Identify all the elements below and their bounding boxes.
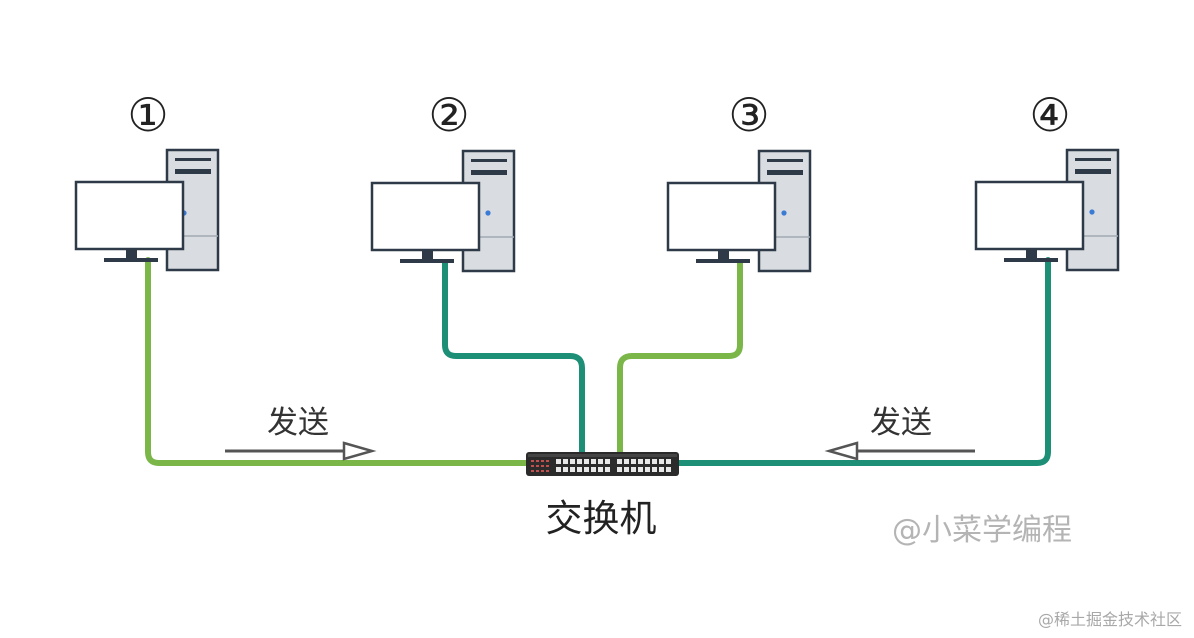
- computer-4-label: ④: [1029, 88, 1070, 142]
- monitor-base: [104, 258, 158, 262]
- monitor-base: [696, 259, 750, 263]
- power-led: [485, 210, 491, 216]
- monitor-screen: [974, 180, 1085, 251]
- monitor-screen: [666, 181, 777, 252]
- monitor-stand: [1026, 250, 1037, 260]
- computer-2: [370, 149, 516, 273]
- send-arrow-right: [824, 441, 975, 461]
- computer-4: [974, 148, 1120, 272]
- tower-slot: [175, 158, 211, 161]
- monitor-base: [1004, 258, 1058, 262]
- switch-status-leds: [531, 460, 549, 472]
- computer-2-label: ②: [428, 88, 469, 142]
- computer-1: [74, 148, 220, 272]
- switch-ports: [556, 459, 671, 472]
- send-arrow-left: [225, 441, 377, 461]
- cable-pc4: [673, 257, 1051, 466]
- tower-slot: [471, 159, 507, 162]
- switch-device: [526, 452, 679, 476]
- computer-3: [666, 149, 812, 273]
- send-label-right: 发送: [870, 405, 932, 441]
- monitor-screen: [74, 180, 185, 251]
- cables: [145, 257, 1051, 466]
- tower-slot: [1075, 158, 1111, 161]
- tower-slot: [767, 159, 803, 162]
- cable-pc3: [617, 259, 743, 455]
- tower-slot: [1075, 169, 1111, 174]
- monitor-stand: [126, 250, 137, 260]
- tower-slot: [471, 170, 507, 175]
- power-led: [781, 210, 787, 216]
- tower-slot: [767, 170, 803, 175]
- author-watermark: @小菜学编程: [892, 513, 1072, 548]
- monitor-screen: [370, 181, 481, 252]
- computer-3-label: ③: [728, 88, 769, 142]
- monitor-stand: [422, 251, 433, 261]
- monitor-stand: [718, 251, 729, 261]
- computer-1-label: ①: [127, 88, 168, 142]
- monitor-base: [400, 259, 454, 263]
- cable-pc2: [442, 259, 585, 455]
- switch-label: 交换机: [546, 497, 657, 540]
- power-led: [1089, 209, 1095, 215]
- send-label-left: 发送: [267, 405, 329, 441]
- site-watermark: @稀土掘金技术社区: [1037, 610, 1182, 629]
- tower-slot: [175, 169, 211, 174]
- cable-pc1: [145, 257, 533, 466]
